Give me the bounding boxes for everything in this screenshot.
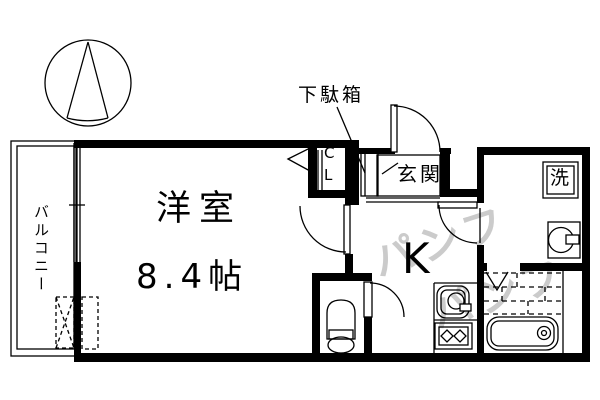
main-room-label: 洋室	[156, 189, 243, 229]
shoe-cabinet-leader-line	[336, 106, 366, 174]
sliding-window	[69, 143, 85, 262]
bathtub	[486, 316, 559, 351]
closet-label-c: C	[324, 144, 335, 162]
ac-unit-outdoor	[55, 296, 75, 349]
toilet-door	[363, 281, 405, 318]
closet	[286, 146, 323, 190]
laundry-label: 洗	[550, 167, 570, 189]
closet-label-l: L	[324, 166, 333, 184]
closet-bifold-door	[286, 146, 311, 173]
shoe-cabinet	[336, 106, 379, 197]
entrance-door	[390, 104, 441, 153]
main-room-size-label: 8.4帖	[136, 257, 249, 297]
ac-unit-indoor	[81, 296, 99, 350]
balcony-label: バルコニー	[32, 204, 50, 294]
bath-folding-door	[485, 271, 509, 292]
vanity-basin	[547, 221, 581, 259]
kitchen-label: K	[402, 234, 430, 283]
toilet	[326, 299, 356, 354]
walls	[74, 140, 590, 362]
gas-stove	[434, 322, 473, 350]
kitchen-counter	[433, 282, 477, 353]
washroom-door	[437, 201, 481, 244]
washer-pan	[542, 161, 579, 199]
room-door	[299, 204, 351, 255]
shoe-box-label: 下駄箱	[298, 84, 365, 106]
bathroom-tile-floor	[484, 272, 563, 315]
entrance-label: 玄関	[397, 162, 443, 186]
entrance-floor	[366, 154, 441, 203]
compass-north-arrow	[44, 39, 132, 127]
kitchen-sink	[436, 285, 472, 319]
